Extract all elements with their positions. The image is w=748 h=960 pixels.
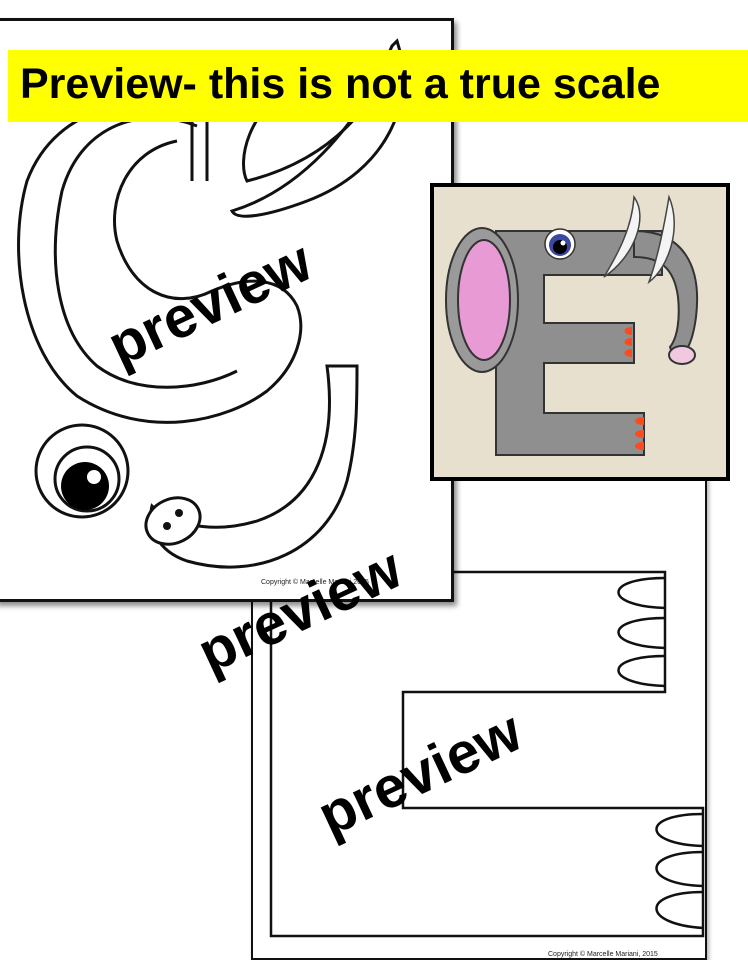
preview-banner-text: Preview- this is not a true scale — [20, 60, 661, 108]
finished-craft-photo — [430, 183, 730, 481]
ear-inner-outline — [53, 116, 238, 389]
elephant-craft-illustration — [434, 187, 726, 477]
letter-e-outline — [269, 486, 705, 938]
trunk-nose — [668, 345, 696, 365]
copyright-text: Copyright © Marcelle Mariani, 2015 — [548, 951, 658, 958]
toe-shape — [655, 812, 704, 848]
tusk-shape — [647, 194, 675, 285]
toe-shape — [655, 850, 704, 888]
elephant-parts-outline — [17, 38, 405, 569]
copyright-text: Copyright © Marcelle Mariani 2015 — [261, 579, 369, 586]
letter-e-body — [495, 230, 663, 456]
tusk-shape — [603, 194, 641, 278]
toes-shape — [635, 417, 644, 450]
toe-shape — [617, 654, 666, 688]
preview-banner: Preview- this is not a true scale — [8, 50, 748, 122]
toe-shape — [655, 890, 704, 930]
toes-shape — [624, 327, 632, 357]
pupil-shape — [61, 462, 109, 510]
ear-outline — [17, 102, 303, 424]
ear-inner-shape — [457, 239, 511, 361]
trunk-nose-outline — [144, 496, 202, 546]
toe-shape — [617, 616, 666, 650]
toe-shape — [617, 576, 666, 610]
